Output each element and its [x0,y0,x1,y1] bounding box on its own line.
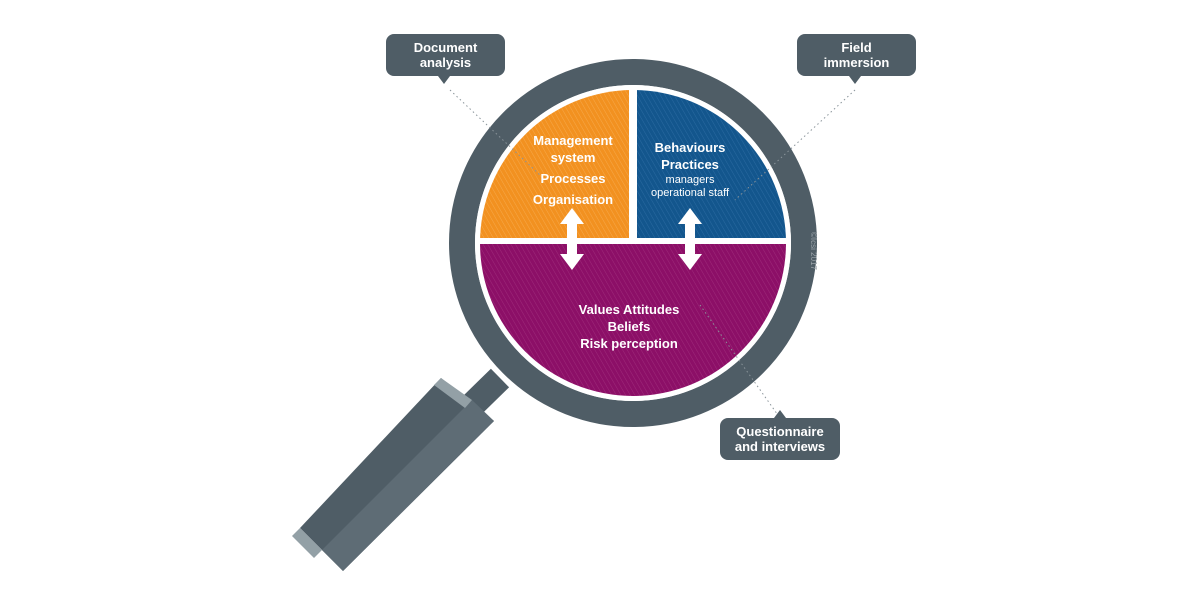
callout-document-line2: analysis [419,55,472,70]
double-arrow-left [560,208,584,270]
label-behaviours-text: Behaviours [654,140,726,155]
callout-document-line1: Document [413,40,478,55]
label-operational-staff: operational staff [650,187,730,199]
callout-field-line2: immersion [823,55,890,70]
leader-lines [449,89,856,419]
copyright-note: ©Icsi 2017 [809,232,818,270]
label-management: Management system Processes Organisation [493,132,653,208]
label-values-attitudes: Values Attitudes [578,302,680,317]
label-organisation: Organisation [532,192,614,207]
label-values: Values Attitudes Beliefs Risk perception [549,301,709,352]
callout-questionnaire-line2: and interviews [734,439,826,454]
label-practices: Practices [661,157,719,172]
callout-document-analysis: Document analysis [386,34,505,84]
magnifier-handle [292,368,510,571]
label-risk-perception: Risk perception [580,336,678,351]
label-management-system-2: system [550,150,596,165]
callout-field-immersion: Field immersion [797,34,916,84]
label-behaviours: Behaviours Practices managers operationa… [625,139,755,200]
lens-frame [449,59,817,427]
callout-field-line1: Field [841,40,872,55]
callout-questionnaire: Questionnaire and interviews [720,410,840,460]
double-arrow-right [678,208,702,270]
label-managers: managers [665,174,715,186]
label-management-system-1: Management [533,133,613,148]
callout-questionnaire-line1: Questionnaire [736,424,824,439]
leader-field [734,89,856,201]
leader-questionnaire [699,304,781,419]
label-beliefs: Beliefs [607,319,651,334]
label-processes: Processes [540,171,606,186]
